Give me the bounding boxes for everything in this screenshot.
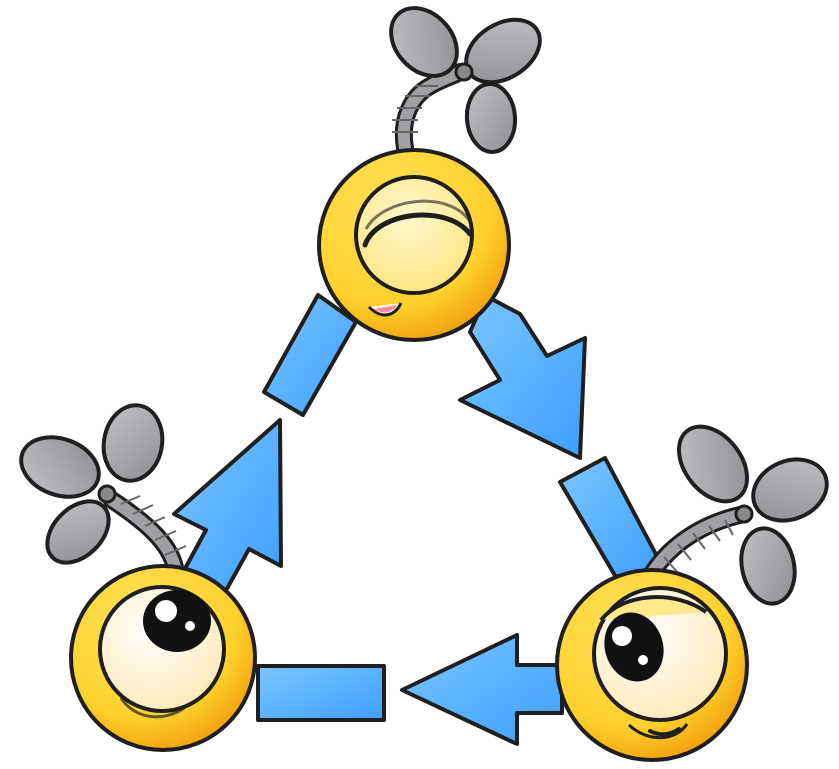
robot-top	[319, 0, 551, 340]
arrow-left-to-top	[174, 295, 356, 594]
arrow-right-to-left	[258, 635, 562, 744]
propeller-top	[378, 0, 551, 154]
arrow-top-to-right	[460, 296, 660, 584]
propeller-bottom-left	[13, 401, 186, 575]
